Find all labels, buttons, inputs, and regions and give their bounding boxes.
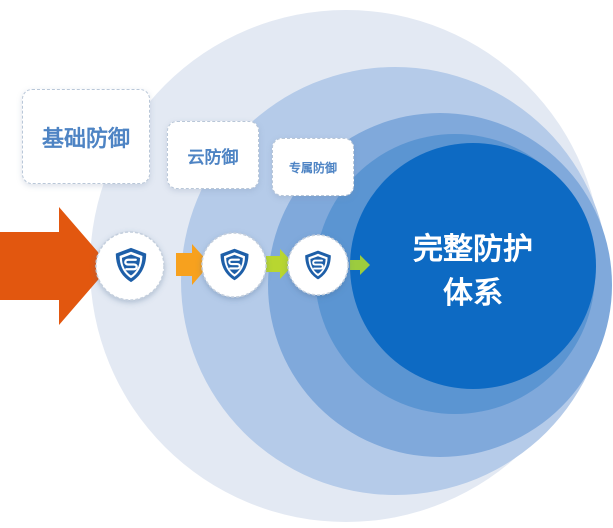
lime-arrow (266, 249, 294, 279)
orange-arrow (176, 244, 210, 285)
basic-defense-label: 基础防御 (41, 126, 130, 152)
green-arrow (350, 255, 370, 275)
basic-defense-label-box: 基础防御 (22, 89, 150, 184)
cloud-defense-label: 云防御 (187, 147, 239, 168)
big-input-arrow (0, 207, 110, 325)
cloud-defense-label-box: 云防御 (167, 121, 259, 189)
core-title: 完整防护 体系 (378, 228, 568, 316)
core-title-line1: 完整防护 (413, 232, 533, 267)
core-circle (350, 143, 596, 389)
exclusive-defense-node (287, 234, 349, 296)
exclusive-defense-label: 专属防御 (288, 160, 337, 175)
core-title-line2: 体系 (443, 276, 503, 311)
cloud-defense-node (201, 232, 267, 298)
exclusive-defense-label-box: 专属防御 (272, 138, 354, 196)
basic-defense-node (95, 231, 165, 301)
